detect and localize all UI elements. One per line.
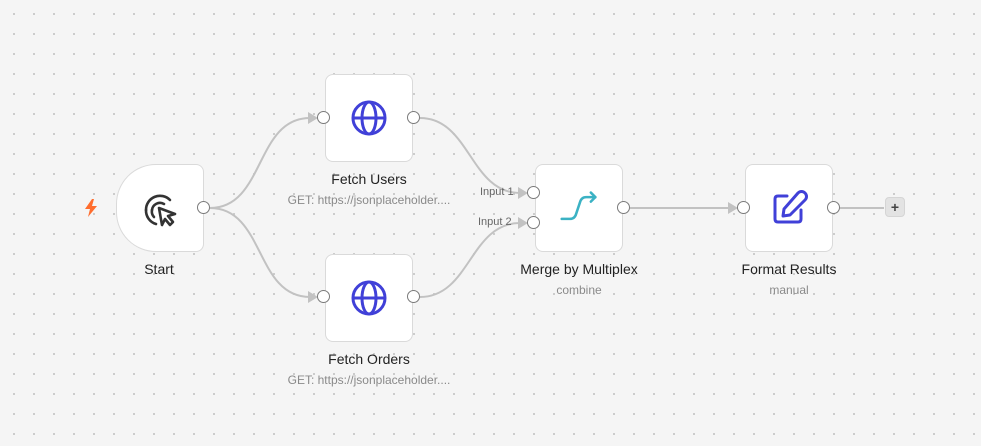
fetch-orders-input-handle[interactable] <box>317 290 330 303</box>
node-start-title: Start <box>144 261 174 277</box>
format-results-output-handle[interactable] <box>827 201 840 214</box>
merge-input-1-handle[interactable] <box>527 186 540 199</box>
arrowhead-format <box>728 202 738 214</box>
edit-icon <box>769 188 809 228</box>
add-node-button[interactable]: + <box>885 197 905 217</box>
node-fetch-orders-subtitle: GET: https://jsonplaceholder.... <box>287 373 451 387</box>
merge-input-1-label: Input 1 <box>480 186 514 198</box>
edge-fetch-users-to-merge[interactable] <box>419 117 521 194</box>
arrowhead-merge-input-1 <box>518 187 528 199</box>
node-fetch-users[interactable] <box>325 74 413 162</box>
globe-icon <box>349 98 389 138</box>
merge-icon <box>559 188 599 228</box>
node-format-results-title: Format Results <box>741 261 837 277</box>
arrowhead-fetch-users <box>308 112 318 124</box>
edge-fetch-orders-to-merge[interactable] <box>419 222 521 298</box>
fetch-users-input-handle[interactable] <box>317 111 330 124</box>
node-fetch-users-subtitle: GET: https://jsonplaceholder.... <box>287 193 451 207</box>
format-results-input-handle[interactable] <box>737 201 750 214</box>
fetch-users-output-handle[interactable] <box>407 111 420 124</box>
merge-input-2-handle[interactable] <box>527 216 540 229</box>
node-start[interactable] <box>116 164 204 252</box>
node-fetch-orders[interactable] <box>325 254 413 342</box>
edge-start-to-fetch-users[interactable] <box>209 117 311 209</box>
arrowhead-fetch-orders <box>308 291 318 303</box>
node-fetch-orders-title: Fetch Orders <box>328 351 410 367</box>
start-output-handle[interactable] <box>197 201 210 214</box>
node-merge[interactable] <box>535 164 623 252</box>
node-merge-title: Merge by Multiplex <box>520 261 638 277</box>
pointer-click-icon <box>140 188 180 228</box>
globe-icon <box>349 278 389 318</box>
merge-input-2-label: Input 2 <box>478 216 512 228</box>
fetch-orders-output-handle[interactable] <box>407 290 420 303</box>
edge-start-to-fetch-orders[interactable] <box>209 207 311 298</box>
node-format-results-subtitle: manual <box>769 283 809 297</box>
node-merge-subtitle: combine <box>556 283 602 297</box>
trigger-bolt-icon <box>85 199 97 217</box>
arrowhead-merge-input-2 <box>518 217 528 229</box>
merge-output-handle[interactable] <box>617 201 630 214</box>
node-fetch-users-title: Fetch Users <box>331 171 407 187</box>
node-format-results[interactable] <box>745 164 833 252</box>
